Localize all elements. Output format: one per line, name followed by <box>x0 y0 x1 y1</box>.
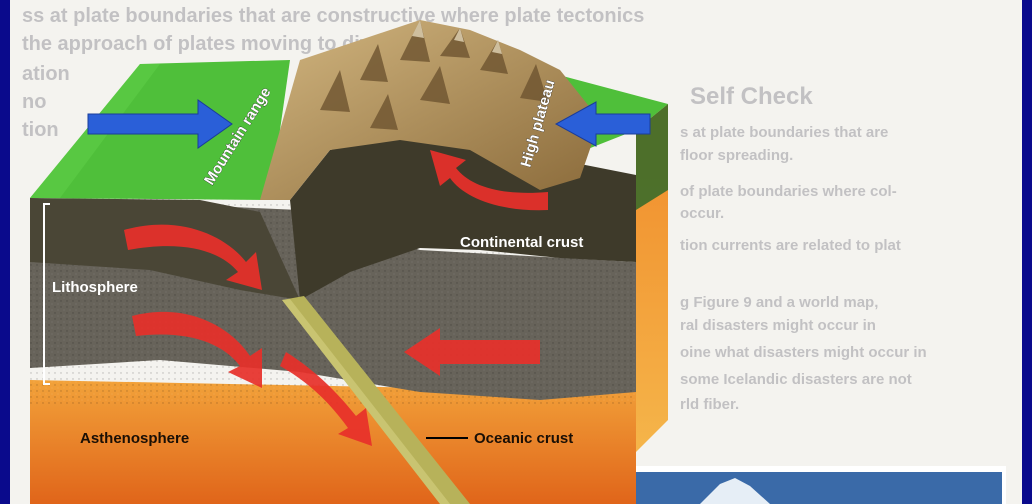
svg-text:ss at plate boundaries that ar: ss at plate boundaries that are construc… <box>22 5 644 27</box>
svg-text:no: no <box>22 91 46 113</box>
svg-text:ral disasters might occur in: ral disasters might occur in <box>680 317 876 334</box>
svg-text:ation: ation <box>22 63 70 85</box>
svg-text:rld fiber.: rld fiber. <box>680 396 739 413</box>
svg-text:Self Check: Self Check <box>690 83 813 110</box>
label-asthenosphere: Asthenosphere <box>80 430 189 447</box>
svg-text:floor spreading.: floor spreading. <box>680 147 793 164</box>
svg-text:tion: tion <box>22 119 59 141</box>
svg-text:occur.: occur. <box>680 205 724 222</box>
label-lithosphere: Lithosphere <box>52 279 138 296</box>
label-oceanic-crust: Oceanic crust <box>474 430 573 447</box>
svg-text:s at plate boundaries that are: s at plate boundaries that are <box>680 124 888 141</box>
label-continental-crust: Continental crust <box>460 234 583 251</box>
svg-text:oine what disasters might occu: oine what disasters might occur in <box>680 344 927 361</box>
svg-text:tion currents are related to p: tion currents are related to plat <box>680 237 901 254</box>
svg-text:of plate boundaries where col-: of plate boundaries where col- <box>680 183 897 200</box>
svg-text:g Figure 9 and a world map,: g Figure 9 and a world map, <box>680 294 878 311</box>
svg-text:some Icelandic disasters are n: some Icelandic disasters are not <box>680 371 912 388</box>
